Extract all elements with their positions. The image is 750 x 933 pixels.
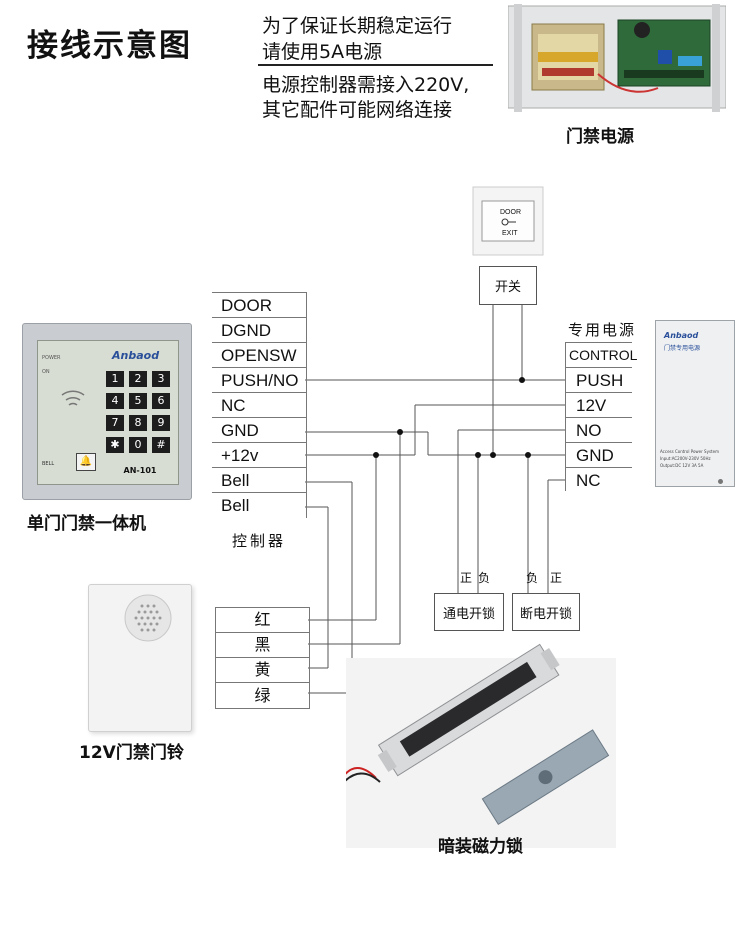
exit-button-photo bbox=[472, 186, 544, 256]
no-lock-polarity-negative: 负 bbox=[478, 571, 491, 585]
psu-device-spec-3: Output:DC 12V 3A 5A bbox=[660, 463, 704, 468]
controller-terminal: Bell bbox=[212, 467, 306, 493]
keypad-face: POWER ON Anbaod BELL 🔔 1 2 3 4 5 6 7 8 9… bbox=[37, 340, 179, 485]
keypad-key[interactable]: 2 bbox=[129, 371, 147, 387]
maglock-caption: 暗装磁力锁 bbox=[438, 837, 523, 857]
keypad-key[interactable]: 5 bbox=[129, 393, 147, 409]
keypad-key[interactable]: 4 bbox=[106, 393, 124, 409]
page-title: 接线示意图 bbox=[27, 28, 192, 64]
psu-device-spec-2: Input:AC200V-230V 50Hz bbox=[660, 456, 711, 461]
bell-wire-color: 黄 bbox=[216, 658, 309, 683]
psu-terminal: NC bbox=[566, 467, 632, 492]
psu-device-brand: Anbaod bbox=[664, 331, 699, 340]
psu-device-spec-1: Access Control Power System bbox=[660, 449, 719, 454]
doorbell-device bbox=[88, 584, 192, 732]
power-on-unlock-box: 通电开锁 bbox=[434, 593, 504, 631]
keypad-key[interactable]: 9 bbox=[152, 415, 170, 431]
bell-wire-color: 黑 bbox=[216, 633, 309, 658]
controller-terminal: OPENSW bbox=[212, 342, 306, 368]
switch-box: 开关 bbox=[479, 266, 537, 305]
controller-terminal: DOOR bbox=[212, 292, 306, 318]
nc-lock-polarity-positive: 正 bbox=[550, 571, 563, 585]
keypad-key[interactable]: 7 bbox=[106, 415, 124, 431]
screw-icon bbox=[718, 479, 723, 484]
keypad-brand: Anbaod bbox=[112, 349, 160, 362]
rfid-icon bbox=[61, 390, 85, 406]
keypad-key[interactable]: 6 bbox=[152, 393, 170, 409]
power-off-unlock-box: 断电开锁 bbox=[512, 593, 580, 631]
power-supply-caption: 门禁电源 bbox=[566, 127, 634, 147]
controller-terminal: DGND bbox=[212, 317, 306, 343]
power-supply-photo bbox=[507, 4, 727, 112]
doorbell-caption: 12V门禁门铃 bbox=[79, 743, 184, 763]
psu-terminal: CONTROL bbox=[566, 342, 637, 368]
intro-divider bbox=[258, 64, 493, 66]
intro-line-4: 其它配件可能网络连接 bbox=[262, 99, 453, 121]
controller-terminal: PUSH/NO bbox=[212, 367, 306, 393]
controller-terminal: NC bbox=[212, 392, 306, 418]
keypad-device: POWER ON Anbaod BELL 🔔 1 2 3 4 5 6 7 8 9… bbox=[22, 323, 192, 500]
intro-line-1: 为了保证长期稳定运行 bbox=[262, 15, 453, 37]
psu-terminal: GND bbox=[566, 442, 632, 468]
keypad-key[interactable]: # bbox=[152, 437, 170, 453]
intro-line-3: 电源控制器需接入220V, bbox=[262, 74, 470, 96]
controller-terminal: Bell bbox=[212, 492, 306, 518]
controller-terminal-table: DOOR DGND OPENSW PUSH/NO NC GND +12v Bel… bbox=[212, 292, 307, 518]
nc-lock-polarity-negative: 负 bbox=[526, 571, 539, 585]
bell-wire-color: 红 bbox=[216, 608, 309, 633]
keypad-key[interactable]: ✱ bbox=[106, 437, 124, 453]
keypad-model: AN-101 bbox=[123, 466, 157, 475]
controller-terminal: +12v bbox=[212, 442, 306, 468]
psu-terminal: 12V bbox=[566, 392, 632, 418]
bell-icon: 🔔 bbox=[76, 453, 96, 471]
exit-button-text-door: DOOR bbox=[500, 209, 521, 216]
keypad-caption: 单门门禁一体机 bbox=[27, 514, 146, 534]
bell-wire-color: 绿 bbox=[254, 686, 271, 705]
keypad-key[interactable]: 3 bbox=[152, 371, 170, 387]
maglock-photo bbox=[341, 638, 616, 848]
on-indicator-label: ON bbox=[42, 369, 50, 375]
bell-wire-table: 红 黑 黄 绿 bbox=[215, 607, 310, 709]
exit-button-text-exit: EXIT bbox=[502, 230, 518, 237]
keypad-key[interactable]: 8 bbox=[129, 415, 147, 431]
psu-title: 专用电源 bbox=[568, 321, 637, 339]
controller-label: 控制器 bbox=[232, 532, 287, 550]
no-lock-polarity-positive: 正 bbox=[460, 571, 473, 585]
psu-device-subtitle: 门禁专用电源 bbox=[664, 345, 701, 352]
keypad-key[interactable]: 0 bbox=[129, 437, 147, 453]
psu-terminal: NO bbox=[566, 417, 632, 443]
controller-terminal: GND bbox=[212, 417, 306, 443]
psu-terminal: PUSH bbox=[566, 367, 632, 393]
power-indicator-label: POWER bbox=[42, 355, 61, 361]
speaker-grille-icon bbox=[124, 594, 172, 642]
psu-device: Anbaod 门禁专用电源 Access Control Power Syste… bbox=[655, 320, 735, 487]
keypad-key[interactable]: 1 bbox=[106, 371, 124, 387]
intro-line-2: 请使用5A电源 bbox=[262, 41, 383, 63]
bell-key-label: BELL bbox=[42, 461, 55, 467]
psu-terminal-table: CONTROL PUSH 12V NO GND NC bbox=[565, 342, 637, 492]
